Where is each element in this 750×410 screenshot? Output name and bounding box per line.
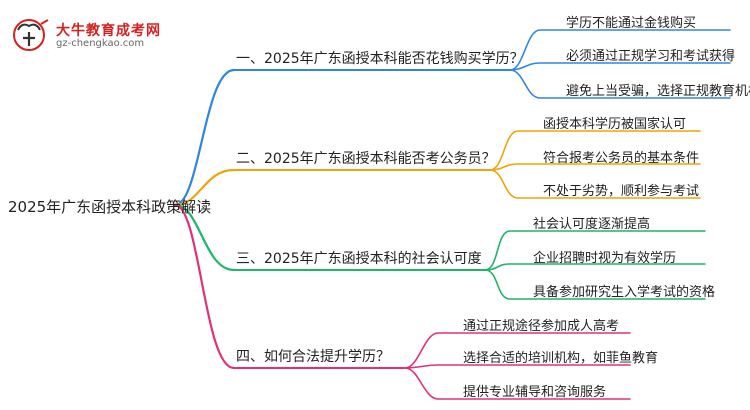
logo-url: gz-chengkao.com (56, 38, 145, 49)
connector-branch-1-leaf-1 (509, 29, 731, 71)
branch-1-label: 一、2025年广东函授本科能否花钱购买学历？ (236, 51, 524, 67)
connector-root-branch-3 (173, 203, 236, 272)
leaf-3-3: 具备参加研究生入学考试的资格 (533, 285, 716, 300)
leaf-3-2: 企业招聘时视为有效学历 (533, 251, 677, 266)
connector-branch-2-leaf-1 (489, 130, 701, 171)
connector-branch-4-leaf-3 (404, 367, 631, 400)
branch-4-label: 四、如何合法提升学历？ (236, 349, 390, 365)
leaf-2-3: 不处于劣势，顺利参与考试 (543, 184, 700, 199)
bull-logo-icon (13, 19, 49, 51)
connector-branch-4-leaf-1 (404, 332, 631, 369)
leaf-4-2: 选择合适的培训机构，如菲鱼教育 (463, 351, 659, 366)
leaf-2-1: 函授本科学历被国家认可 (543, 117, 687, 132)
connector-branch-3-leaf-3 (484, 269, 706, 300)
connector-branch-2-leaf-3 (489, 169, 701, 199)
connector-root-branch-1 (173, 68, 236, 207)
logo-title: 大牛教育成考网 (56, 23, 161, 39)
connector-branch-3-leaf-1 (484, 230, 706, 271)
leaf-4-1: 通过正规途径参加成人高考 (463, 319, 620, 334)
branch-2-label: 二、2025年广东函授本科能否考公务员？ (236, 151, 496, 167)
branch-3-label: 三、2025年广东函授本科的社会认可度 (236, 251, 482, 267)
leaf-3-1: 社会认可度逐渐提高 (533, 217, 651, 232)
connector-root-branch-2 (173, 168, 236, 207)
connector-branch-3-leaf-2 (484, 263, 706, 271)
connector-branch-1-leaf-2 (509, 62, 731, 71)
connector-branch-1-leaf-3 (509, 69, 731, 99)
leaf-4-3: 提供专业辅导和咨询服务 (463, 385, 607, 400)
leaf-1-2: 必须通过正规学习和考试获得 (566, 49, 736, 64)
root-topic: 2025年广东函授本科政策解读 (8, 198, 212, 216)
connector-branch-2-leaf-2 (489, 163, 701, 171)
leaf-1-1: 学历不能通过金钱购买 (566, 16, 697, 31)
leaf-1-3: 避免上当受骗，选择正规教育机构 (566, 84, 750, 99)
site-logo[interactable]: 大牛教育成考网 gz-chengkao.com (12, 18, 212, 52)
leaf-2-2: 符合报考公务员的基本条件 (543, 151, 700, 166)
connector-root-branch-4 (173, 203, 236, 370)
connector-branch-4-leaf-2 (404, 364, 631, 369)
